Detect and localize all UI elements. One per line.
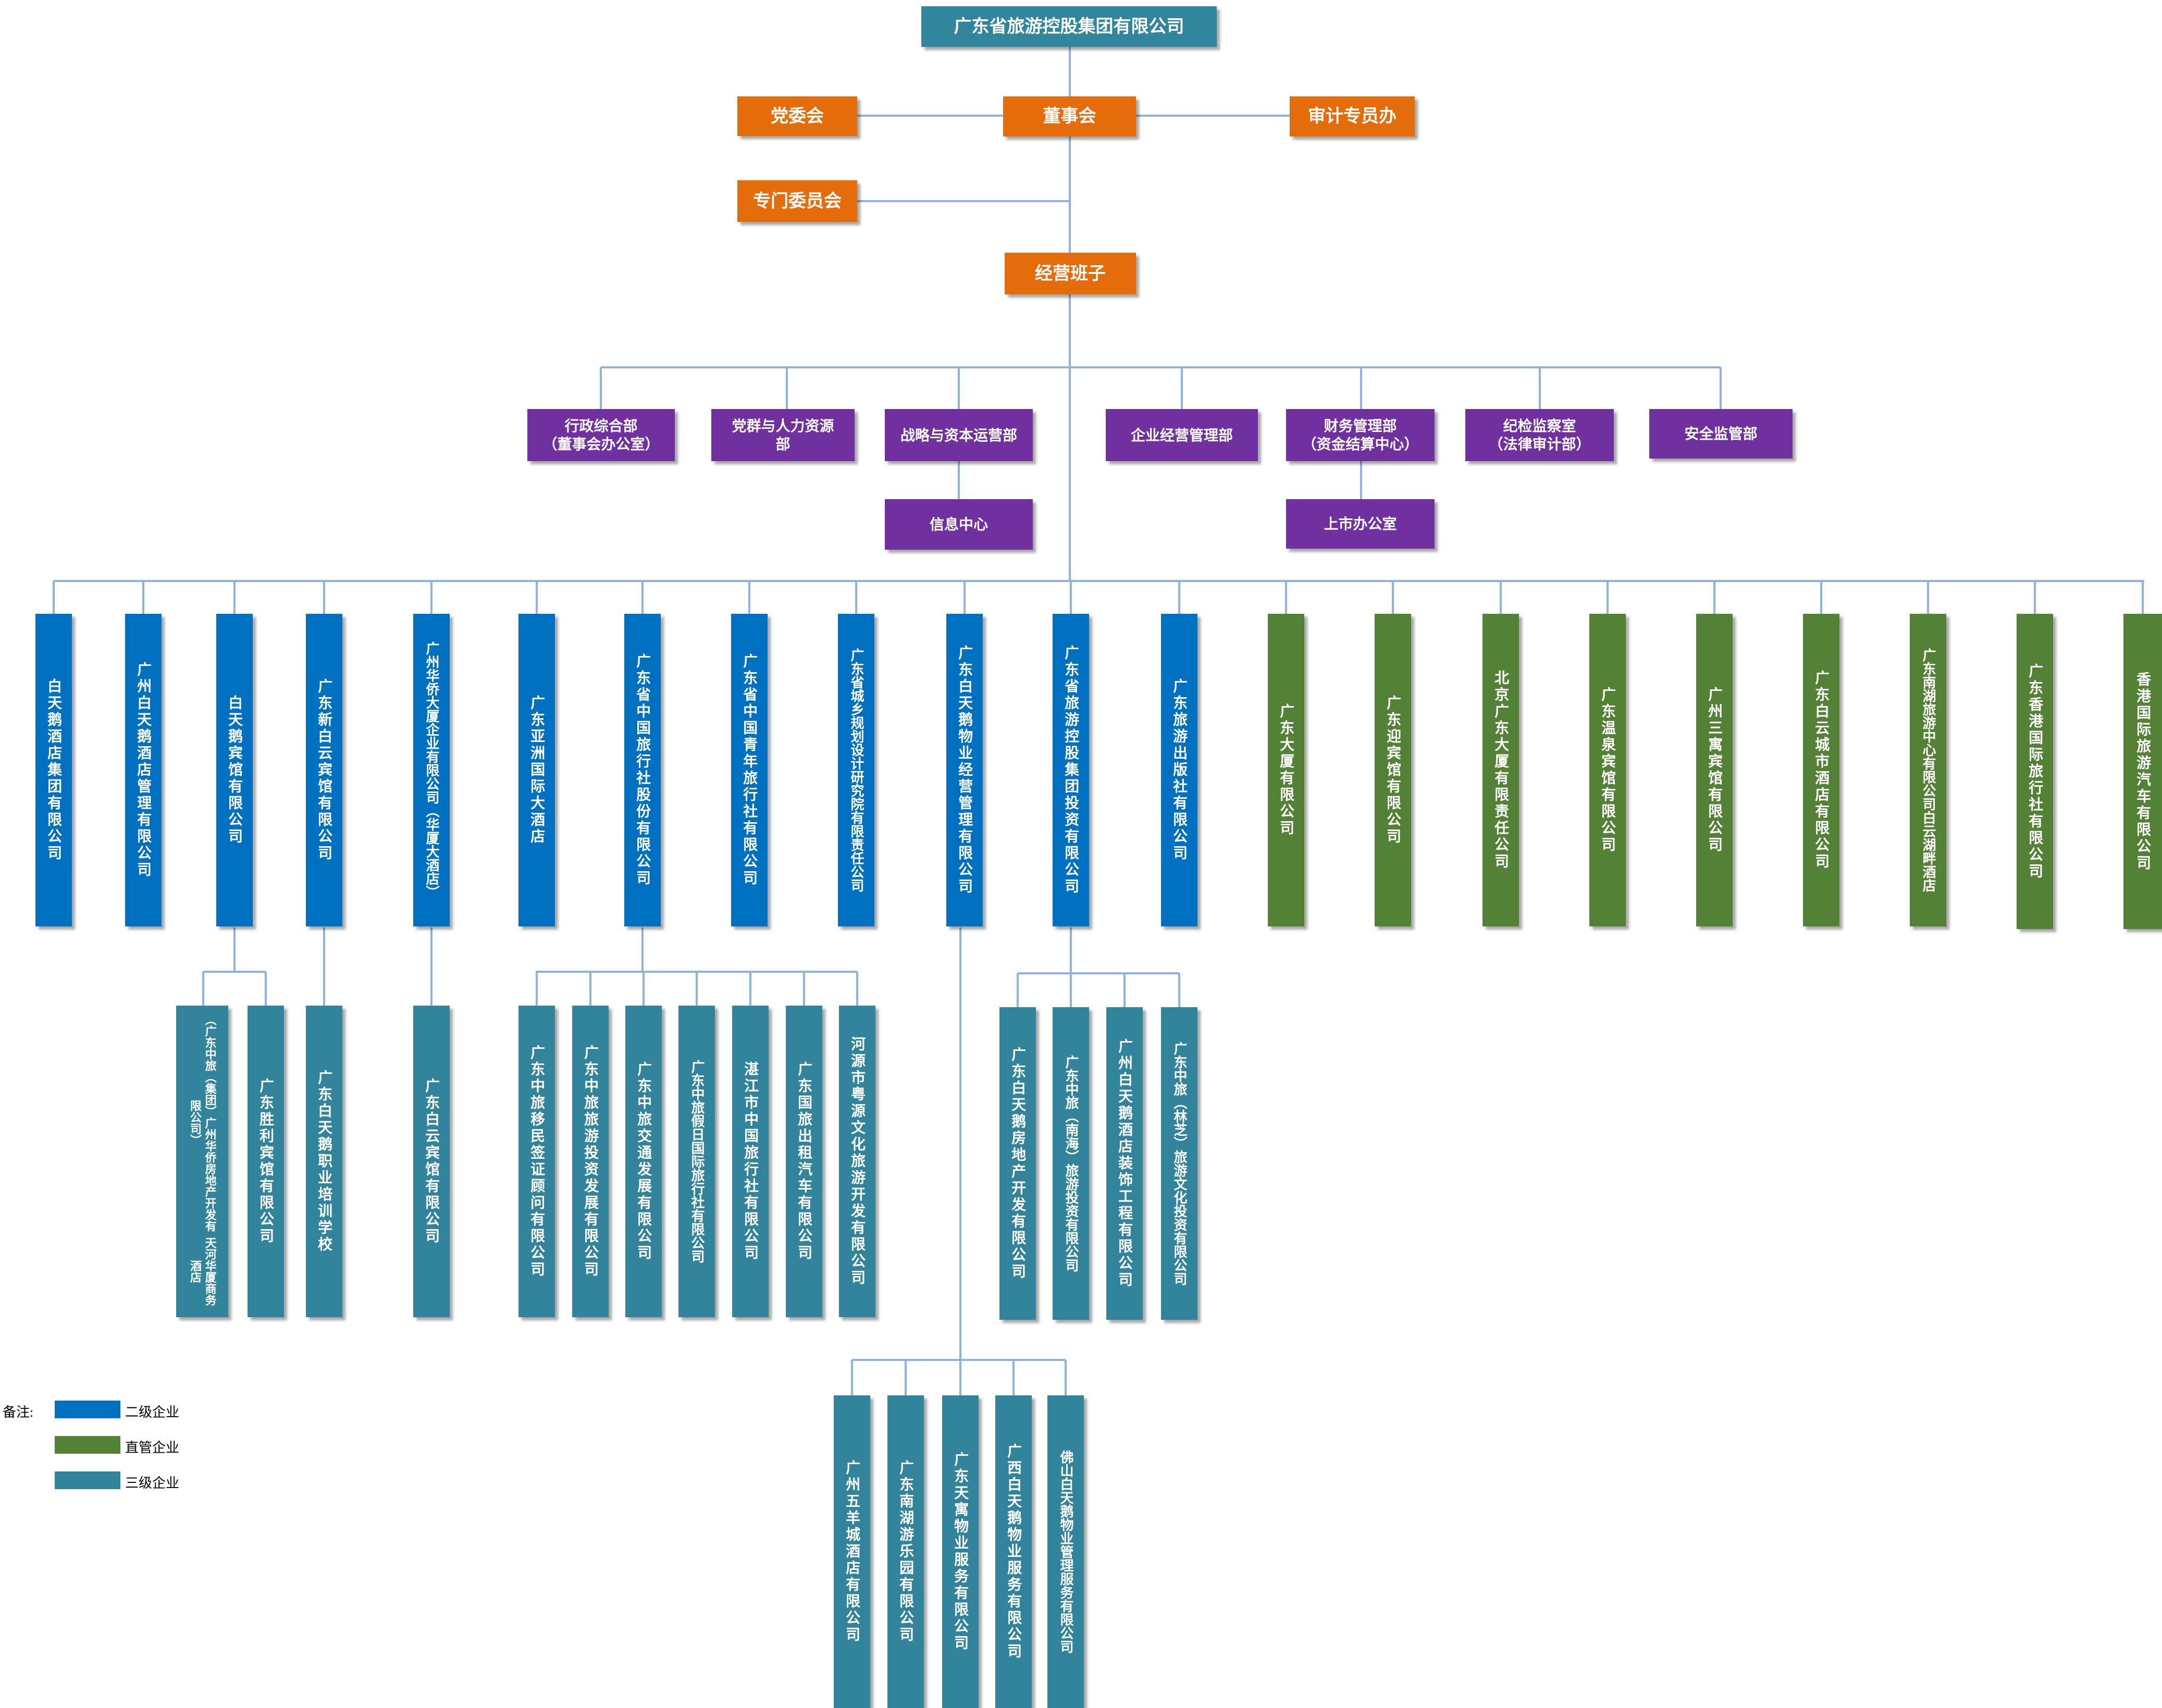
legend-swatch-level3 [55, 1471, 120, 1489]
audit-office-box: 审计专员办 [1290, 96, 1415, 137]
legend-title: 备注: [3, 1405, 34, 1420]
lvl3-company-huaqiao-realestate: （广东中旅（集团）广州华侨房地产开发有限公司） 天河华厦商务酒店 [176, 1006, 228, 1317]
direct-company: 北京广东大厦有限责任公司 [1482, 614, 1519, 926]
info-center-box: 信息中心 [885, 499, 1033, 550]
lvl2-company: 白天鹅宾馆有限公司 [216, 614, 253, 926]
lvl2-company: 广东亚洲国际大酒店 [518, 614, 555, 926]
direct-company: 广东香港国际旅行社有限公司 [2017, 614, 2053, 929]
lvl2-company: 广东省旅游控股集团投资有限公司 [1053, 614, 1089, 926]
dept-hr: 党群与人力资源 部 [711, 409, 855, 461]
lvl2-company: 广州华侨大厦企业有限公司（华厦大酒店） [413, 614, 450, 926]
dept-strategy-line1: 战略与资本运营部 [900, 427, 1017, 443]
direct-company: 广东白云城市酒店有限公司 [1803, 614, 1839, 926]
dept-safety-line1: 安全监管部 [1684, 426, 1758, 442]
board-box: 董事会 [1003, 96, 1136, 137]
dept-safety: 安全监管部 [1649, 409, 1793, 459]
dept-discipline: 纪检监察室 （法律审计部） [1465, 409, 1614, 461]
lvl3-company: 河源市粤源文化旅游开发有限公司 [839, 1006, 875, 1317]
lvl3-company: 湛江市中国旅行社有限公司 [732, 1006, 769, 1317]
dept-operations-line1: 企业经营管理部 [1130, 427, 1233, 443]
lvl3-company: 广州白天鹅酒店装饰工程有限公司 [1106, 1007, 1143, 1320]
legend-swatch-direct [55, 1436, 120, 1454]
lvl3-company: 广东中旅（林芝）旅游文化投资有限公司 [1161, 1007, 1197, 1320]
legend-label-direct: 直管企业 [125, 1440, 180, 1455]
lvl3-company: 佛山白天鹅物业管理服务有限公司 [1047, 1395, 1084, 1708]
direct-company: 广东南湖旅游中心有限公司白云湖畔酒店 [1910, 614, 1946, 926]
dept-hr-line2: 部 [775, 436, 790, 452]
legend-swatch-level2 [55, 1401, 120, 1418]
lvl3-company: 广东中旅移民签证顾问有限公司 [518, 1006, 555, 1317]
lvl2-company: 广州白天鹅酒店管理有限公司 [125, 614, 162, 926]
ipo-office-box: 上市办公室 [1286, 499, 1435, 549]
dept-admin: 行政综合部 （董事会办公室） [527, 409, 675, 461]
lvl2-company: 广东省中国旅行社股份有限公司 [624, 614, 661, 926]
direct-company: 广州三寓宾馆有限公司 [1696, 614, 1733, 926]
lvl3-company: 广东白天鹅房地产开发有限公司 [999, 1007, 1036, 1320]
dept-finance-line2: （资金结算中心） [1302, 436, 1419, 452]
dept-finance: 财务管理部 （资金结算中心） [1286, 409, 1435, 461]
dept-strategy: 战略与资本运营部 [885, 409, 1033, 461]
dept-admin-line1: 行政综合部 [564, 418, 638, 434]
lvl2-company: 广东省中国青年旅行社有限公司 [731, 614, 768, 926]
dept-hr-line1: 党群与人力资源 [732, 418, 834, 434]
lvl3-company: 广西白天鹅物业服务有限公司 [995, 1395, 1032, 1708]
lvl2-company: 广东旅游出版社有限公司 [1161, 614, 1197, 926]
direct-company: 广东迎宾馆有限公司 [1375, 614, 1411, 926]
lvl3-company: 广东中旅旅游投资发展有限公司 [572, 1006, 609, 1317]
lvl3-company: 广东国旅出租汽车有限公司 [786, 1006, 822, 1317]
lvl3-company: 广东胜利宾馆有限公司 [248, 1006, 284, 1317]
dept-finance-line1: 财务管理部 [1324, 418, 1397, 434]
dept-discipline-line1: 纪检监察室 [1503, 418, 1576, 434]
lvl3-company: 广州五羊城酒店有限公司 [834, 1395, 870, 1708]
lvl3-company: 广东中旅交通发展有限公司 [625, 1006, 662, 1317]
lvl2-company: 广东新白云宾馆有限公司 [306, 614, 342, 926]
legend-label-level2: 二级企业 [125, 1405, 180, 1420]
lvl3-company: 广东白天鹅职业培训学校 [306, 1006, 342, 1317]
party-committee-box: 党委会 [737, 96, 857, 136]
direct-company: 香港国际旅游汽车有限公司 [2123, 614, 2162, 929]
lvl2-company: 广东白天鹅物业经营管理有限公司 [946, 614, 983, 926]
lvl3-company: 广东白云宾馆有限公司 [413, 1006, 450, 1317]
dept-operations: 企业经营管理部 [1106, 409, 1258, 461]
lvl3-company: 广东天寓物业服务有限公司 [942, 1395, 979, 1708]
group-root: 广东省旅游控股集团有限公司 [921, 6, 1217, 47]
direct-company: 广东温泉宾馆有限公司 [1589, 614, 1626, 926]
lvl3-company: 广东中旅假日国际旅行社有限公司 [678, 1006, 715, 1317]
special-committee-box: 专门委员会 [737, 180, 857, 222]
lvl3-company-name: （广东中旅（集团）广州华侨房地产开发有限公司） [189, 1014, 217, 1232]
lvl3-company: 广东南湖游乐园有限公司 [887, 1395, 924, 1708]
direct-company: 广东大厦有限公司 [1268, 614, 1304, 926]
lvl2-company: 白天鹅酒店集团有限公司 [35, 614, 72, 926]
legend-label-level3: 三级企业 [125, 1476, 180, 1491]
dept-admin-line2: （董事会办公室） [542, 436, 660, 452]
dept-discipline-line2: （法律审计部） [1488, 436, 1591, 452]
lvl2-company: 广东省城乡规划设计研究院有限责任公司 [838, 614, 874, 926]
management-team-box: 经营班子 [1005, 253, 1136, 294]
lvl3-company: 广东中旅（南海）旅游投资有限公司 [1053, 1007, 1089, 1320]
lvl3-company-note: 天河华厦商务酒店 [189, 1237, 217, 1306]
